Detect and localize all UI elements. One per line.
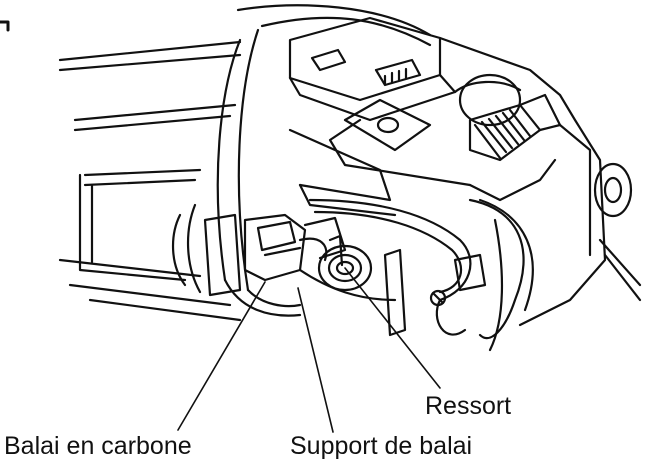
spring [317,234,373,292]
label-ressort: Ressort [425,392,512,420]
leader-ressort [344,267,441,389]
label-support-de-balai: Support de balai [290,432,473,460]
slide-switch [468,93,562,162]
switch-cover [288,16,472,187]
motor-housing [58,40,242,322]
terminal [383,248,487,337]
wires [308,198,534,352]
leader-support [297,287,334,433]
gear-housing [438,36,642,327]
leader-balai [177,281,266,431]
leader-lines [177,267,441,433]
corner-mark [0,20,10,32]
label-balai-en-carbone: Balai en carbone [4,432,192,460]
brush-assembly [203,213,397,302]
front-collar [216,4,432,317]
bracket [288,98,432,217]
